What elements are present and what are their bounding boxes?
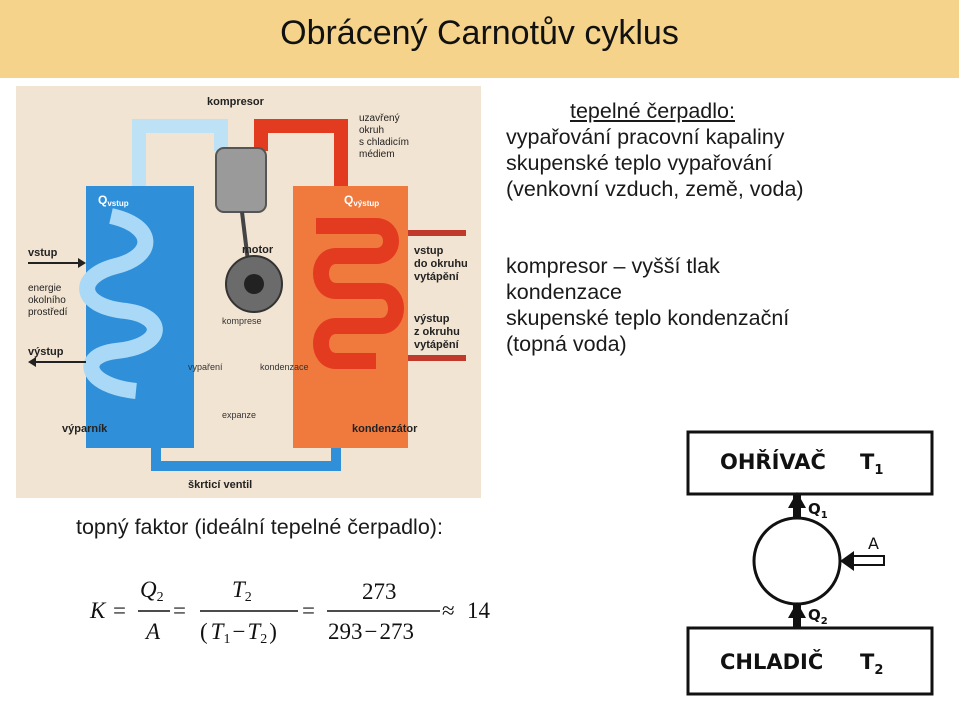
symbol-denominator: (T1−T2) <box>200 619 277 647</box>
motor-hub <box>244 274 264 294</box>
description-line: (topná voda) <box>506 332 627 356</box>
symbol-Q2: Q2 <box>140 577 164 605</box>
cooler-box <box>686 626 934 696</box>
cycle-circle <box>752 516 842 606</box>
label-kondenzace: kondenzace <box>260 362 309 372</box>
cop-label: topný faktor (ideální tepelné čerpadlo): <box>76 515 443 539</box>
label-kompresor: kompresor <box>207 96 265 108</box>
label-motor: motor <box>242 244 274 256</box>
numerator-273: 273 <box>362 579 397 604</box>
label-q-vystup: Qvýstup <box>344 193 379 208</box>
heat-pump-description-1: tepelné čerpadlo: vypařování pracovní ka… <box>506 98 804 202</box>
work-arrow-shaft <box>851 555 885 566</box>
cop-formula: K = Q2 A = T2 (T1−T2) = 273 293−273 ≈ 14 <box>89 577 491 647</box>
label-q1: Q1 <box>808 500 828 521</box>
approx-sign: ≈ <box>442 598 455 623</box>
description-line: skupenské teplo kondenzační <box>506 306 790 330</box>
description-line: vypařování pracovní kapaliny <box>506 125 785 149</box>
description-line: kondenzace <box>506 280 622 304</box>
evaporator-coil <box>79 208 163 399</box>
heater-label: OHŘÍVAČ <box>720 449 826 474</box>
work-arrow-head <box>840 551 854 571</box>
denominator-293-273: 293−273 <box>328 619 414 644</box>
label-skrtici-ventil: škrticí ventil <box>188 479 252 491</box>
label-kondenzator: kondenzátor <box>352 423 418 435</box>
expansion-pipe <box>151 448 341 471</box>
label-q2: Q2 <box>808 606 828 627</box>
symbol-K: K <box>89 598 107 623</box>
label-vstup-left: vstup <box>28 247 58 259</box>
result-14: 14 <box>467 598 491 623</box>
q1-arrow-head <box>788 492 806 508</box>
equals-2: = <box>173 598 186 623</box>
label-komprese: komprese <box>222 316 262 326</box>
heat-pump-heading: tepelné čerpadlo: <box>570 99 735 123</box>
heater-box <box>686 430 934 496</box>
q2-arrow-head <box>788 602 806 618</box>
title-bar <box>0 0 959 78</box>
compressor-cylinder <box>215 147 267 213</box>
cooler-temp: T2 <box>860 650 883 678</box>
label-vystup-left: výstup <box>28 346 64 358</box>
label-A: A <box>868 534 879 553</box>
description-line: (venkovní vzduch, země, voda) <box>506 177 804 201</box>
label-q-vstup: Qvstup <box>98 193 129 208</box>
reversed-cycle-schematic: OHŘÍVAČ T1 CHLADIČ T2 Q1 Q2 A <box>686 430 934 696</box>
symbol-A: A <box>144 619 161 644</box>
condenser-coil <box>313 218 404 369</box>
label-vyparnik: výparník <box>62 423 108 435</box>
heat-pump-description-2: kompresor – vyšší tlak kondenzace skupen… <box>506 253 789 357</box>
slide-title: Obrácený Carnotův cyklus <box>280 14 679 52</box>
equals-3: = <box>302 598 315 623</box>
cooler-label: CHLADIČ <box>720 649 823 674</box>
description-line: kompresor – vyšší tlak <box>506 254 720 278</box>
suction-pipe <box>132 119 228 186</box>
description-line: skupenské teplo vypařování <box>506 151 773 175</box>
heater-temp: T1 <box>860 450 883 478</box>
discharge-pipe <box>254 119 348 186</box>
equals-1: = <box>113 598 126 623</box>
label-expanze: expanze <box>222 410 256 420</box>
label-vyparovani: vypaření <box>188 362 223 372</box>
symbol-T2-num: T2 <box>232 577 252 605</box>
